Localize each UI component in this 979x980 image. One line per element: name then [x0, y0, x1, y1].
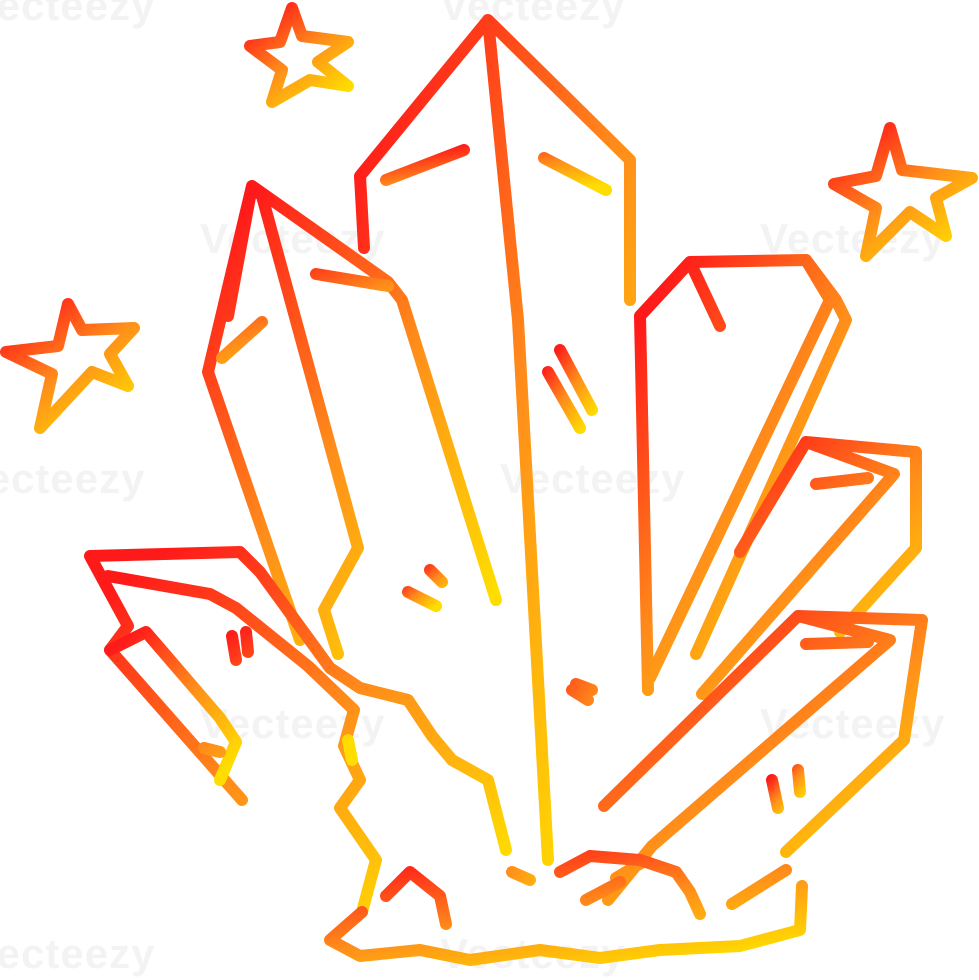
star-icon — [828, 122, 978, 262]
crystal-base-rocks — [324, 850, 808, 966]
front-left-crystal-facet — [104, 626, 242, 786]
front-left-crystal-marks — [198, 626, 358, 766]
central-crystal-shine — [542, 344, 598, 434]
front-left-crystal — [84, 546, 512, 918]
right-mid-crystal — [696, 436, 922, 700]
star-icon — [244, 2, 354, 108]
right-upper-crystal — [634, 254, 852, 696]
star-icon — [0, 298, 140, 434]
central-crystal — [354, 14, 636, 866]
back-left-crystal-facet — [216, 268, 394, 364]
back-left-crystal-marks — [402, 564, 448, 612]
front-right-crystal-marks — [766, 764, 806, 814]
crystal-base-marks — [506, 678, 598, 886]
back-left-crystal — [202, 180, 502, 660]
front-right-crystal — [598, 610, 928, 906]
central-crystal-facet — [380, 144, 612, 196]
